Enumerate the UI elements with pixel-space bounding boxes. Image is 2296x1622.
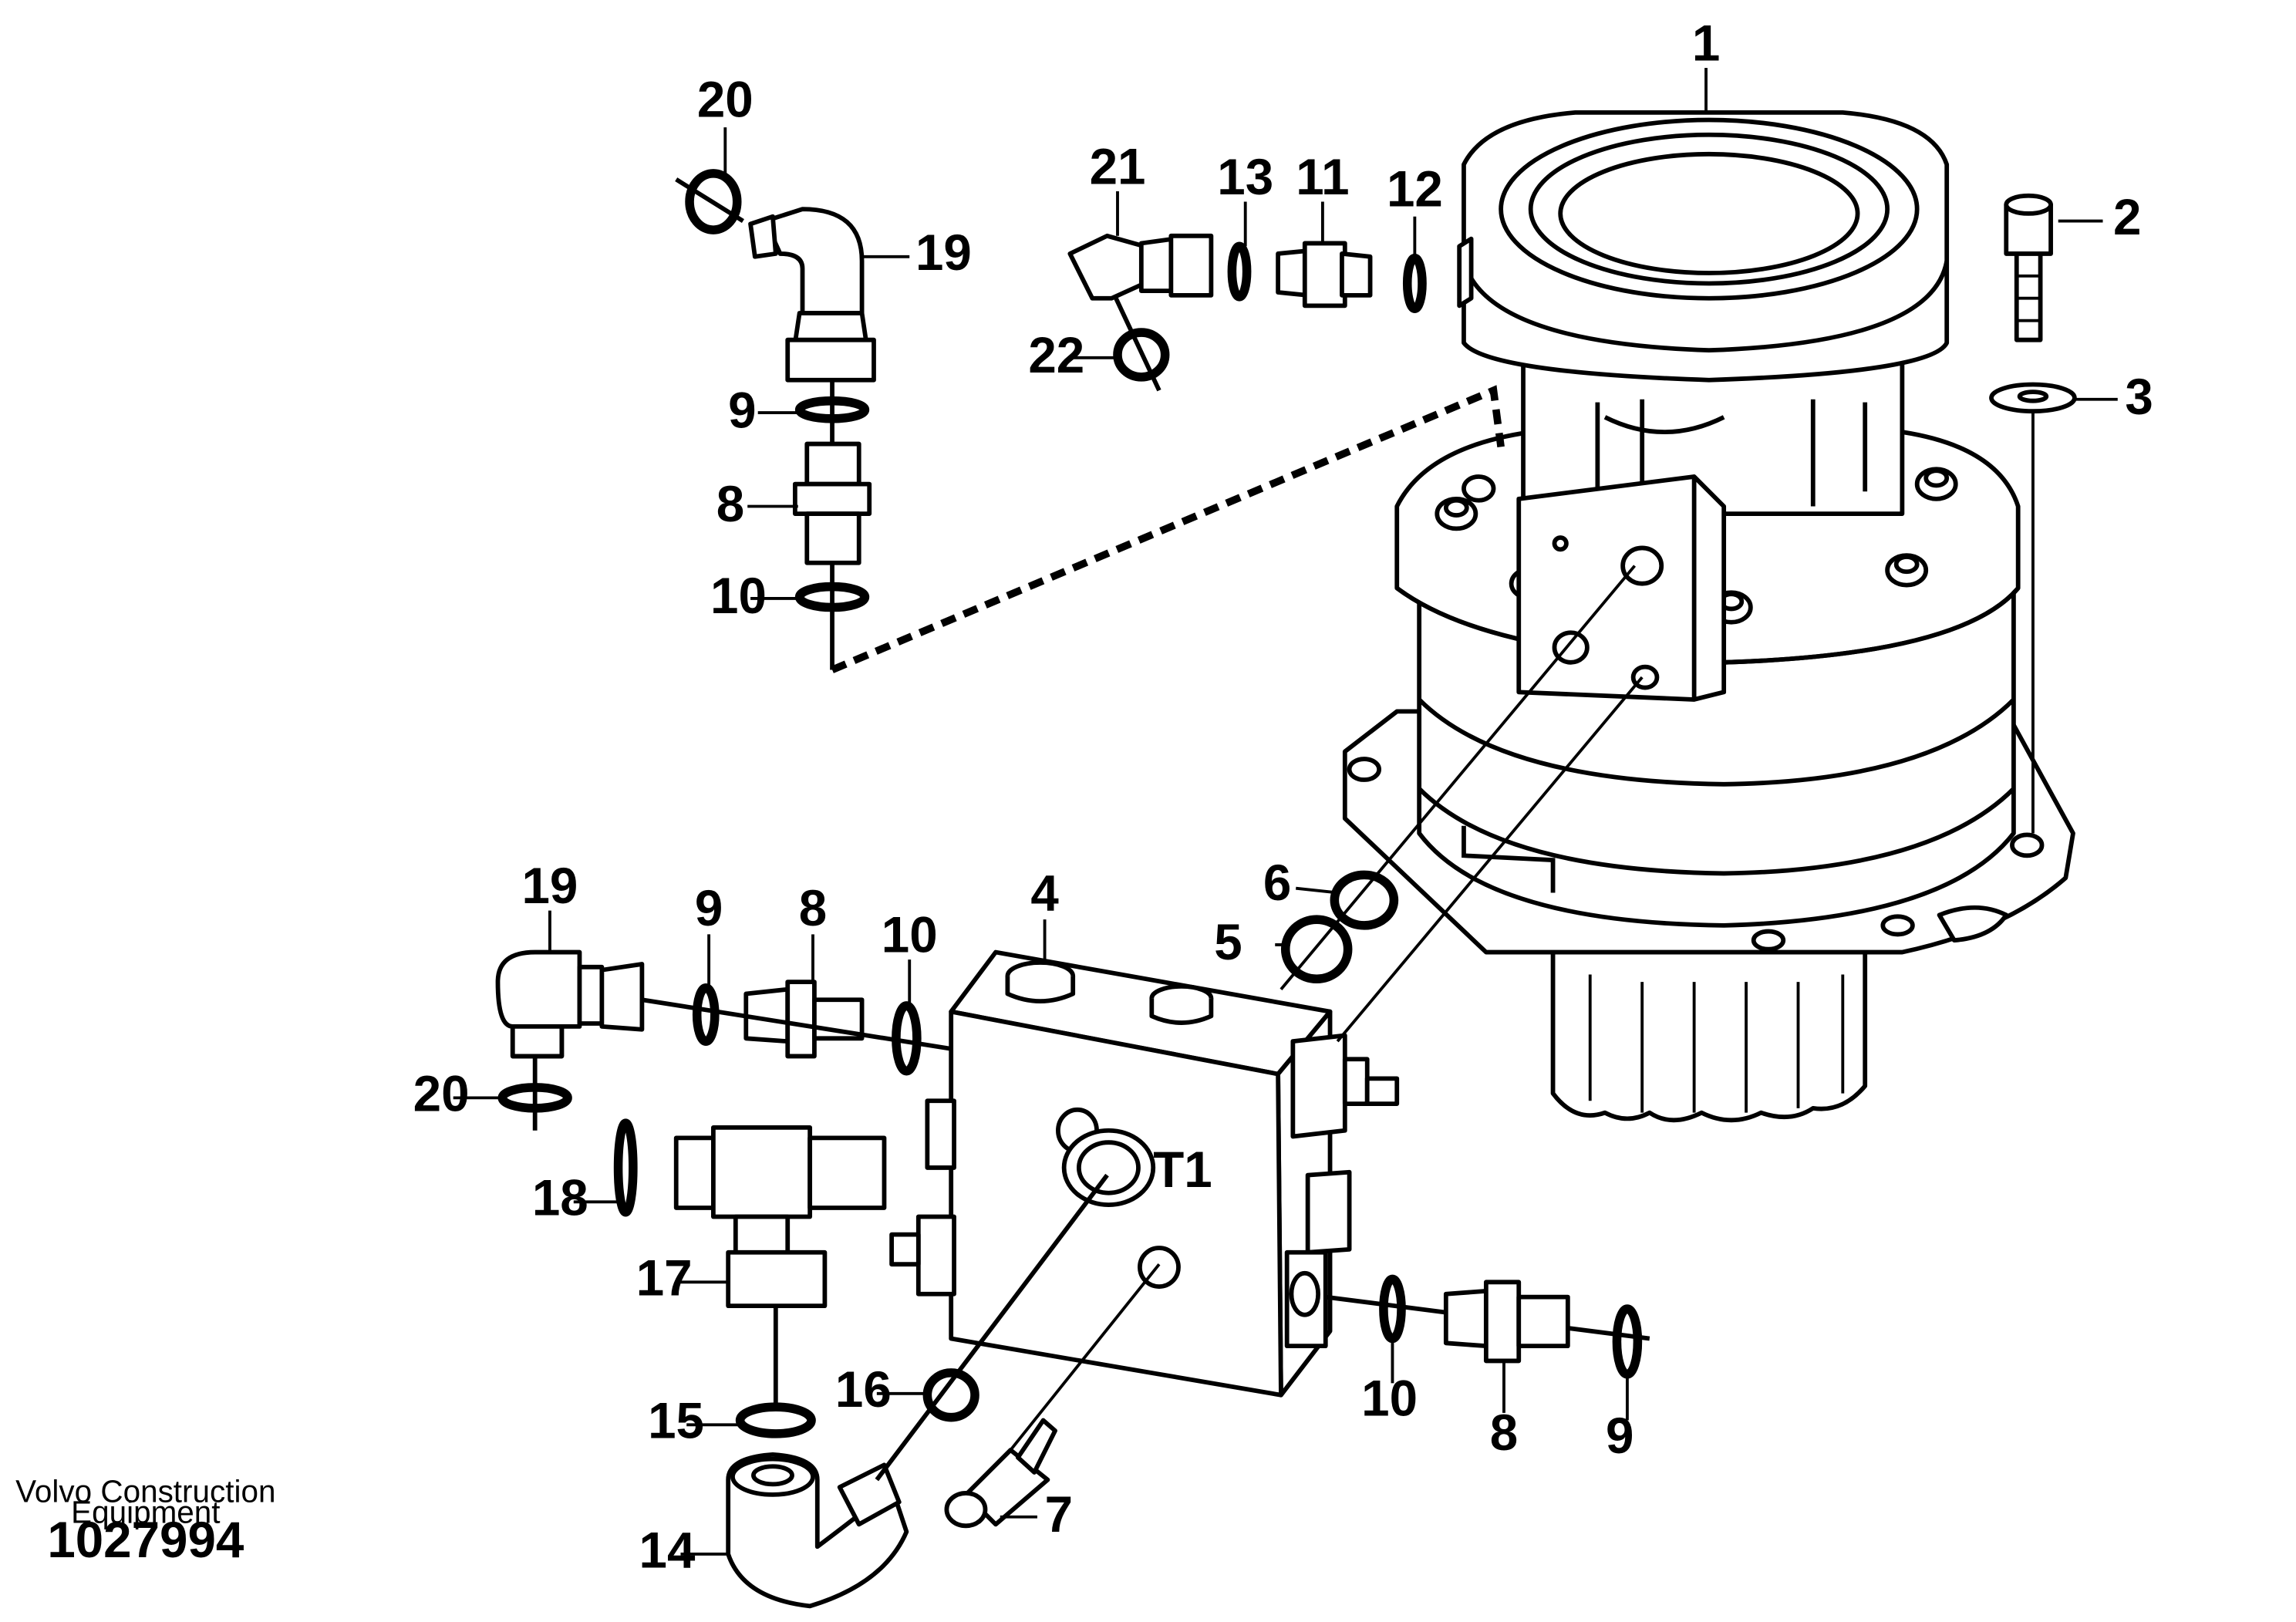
caption-subtitle: Equipment [71, 1494, 220, 1529]
o-ring-20-upper [685, 169, 742, 234]
leader-lines [453, 68, 2118, 1556]
elbow-fitting-14 [726, 1173, 1109, 1609]
upper-left-fitting-stack [675, 169, 876, 670]
port-marking-t1: T1 [1153, 1141, 1212, 1198]
callout-8-right: 8 [1490, 1404, 1518, 1461]
callout-17: 17 [636, 1250, 693, 1307]
left-fitting-chain [495, 949, 952, 1131]
callout-8-upper: 8 [716, 476, 744, 532]
callout-2: 2 [2113, 189, 2141, 245]
o-ring-22 [1113, 328, 1170, 382]
upper-center-fitting-chain [1067, 233, 1427, 392]
callout-21: 21 [1090, 138, 1146, 194]
callout-9-right: 9 [1606, 1408, 1633, 1464]
hose-dashed-line [831, 385, 1505, 673]
callout-16: 16 [835, 1361, 892, 1418]
callout-19-upper: 19 [915, 224, 972, 281]
callout-20-left: 20 [413, 1066, 470, 1122]
caption-company: Volvo Construction [15, 1473, 275, 1509]
callout-10-right: 10 [1361, 1371, 1418, 1427]
o-ring-10-right [1379, 1274, 1406, 1344]
o-ring-12 [1402, 253, 1427, 314]
drawing-number: 1027994 [47, 1512, 244, 1568]
callout-10-upper: 10 [710, 568, 767, 624]
callout-5: 5 [1214, 914, 1242, 970]
caption-block: Volvo Construction Equipment 1027994 [15, 1473, 275, 1567]
o-ring-13 [1227, 241, 1252, 302]
callout-19-left: 19 [522, 858, 578, 914]
callout-10-left: 10 [882, 907, 938, 963]
socket-screw-7 [944, 1263, 1161, 1529]
callout-22: 22 [1028, 327, 1084, 383]
o-ring-5 [1280, 915, 1353, 984]
o-ring-9-left [692, 983, 720, 1046]
callout-15: 15 [648, 1393, 704, 1449]
valve-block [889, 949, 1400, 1398]
o-ring-15 [735, 1402, 816, 1438]
right-fitting-chain [1325, 1274, 1650, 1379]
o-ring-9-upper [794, 396, 870, 423]
tee-fitting [613, 1118, 887, 1438]
callout-9-left: 9 [695, 880, 723, 936]
o-ring-9-right [1612, 1304, 1643, 1379]
swing-motor-assembly [1342, 110, 2075, 1123]
callout-labels: 1 2 3 4 5 6 7 8 8 8 9 9 9 10 10 10 11 12… [413, 15, 2153, 1578]
callout-4: 4 [1030, 865, 1059, 922]
callout-18: 18 [532, 1170, 588, 1226]
callout-12: 12 [1387, 160, 1443, 217]
callout-1: 1 [1692, 15, 1720, 71]
callout-6: 6 [1263, 855, 1291, 911]
callout-8-left: 8 [799, 880, 827, 936]
o-ring-18 [613, 1118, 638, 1217]
o-ring-6 [1330, 870, 1399, 930]
callout-7: 7 [1045, 1486, 1073, 1543]
callout-3: 3 [2125, 369, 2153, 425]
callout-13: 13 [1217, 149, 1273, 205]
callout-9-upper: 9 [728, 382, 756, 438]
callout-11: 11 [1296, 149, 1349, 205]
callout-14: 14 [639, 1522, 696, 1578]
callout-20-upper: 20 [697, 72, 754, 128]
